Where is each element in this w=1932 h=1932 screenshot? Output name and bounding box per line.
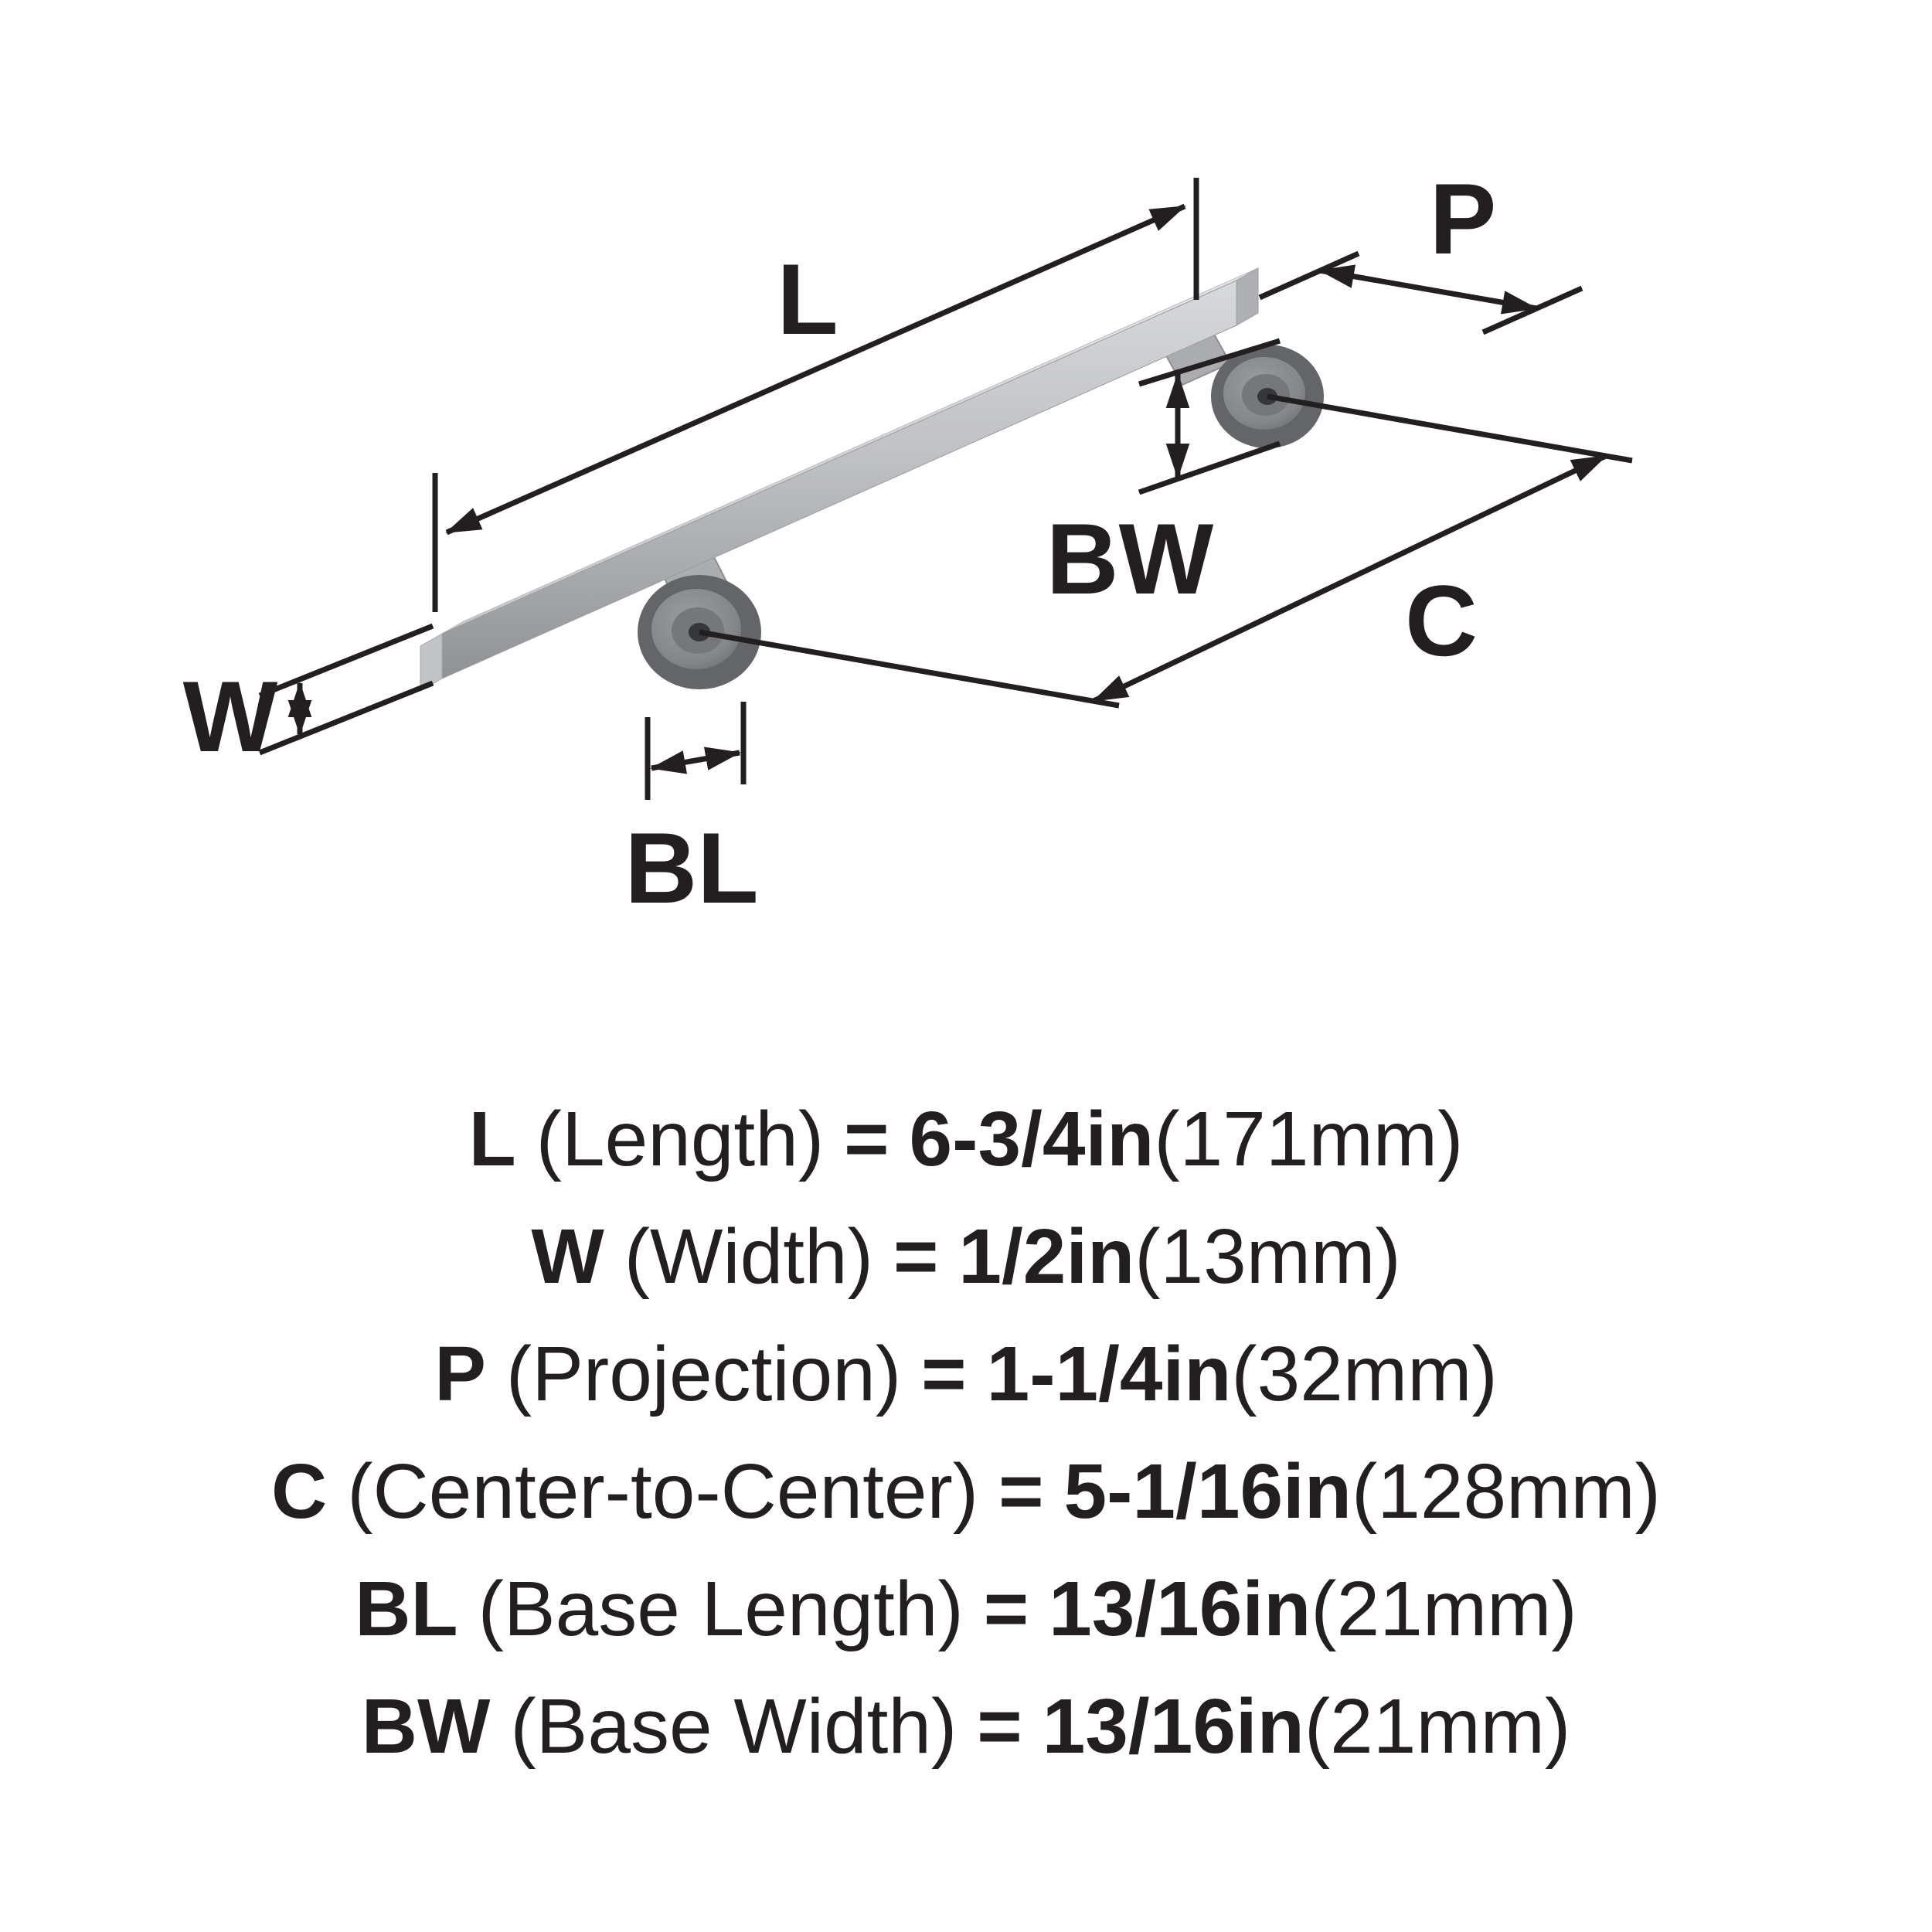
- p-witness-line-left: [1258, 250, 1360, 301]
- label-length: L: [777, 243, 838, 355]
- c-dimension-line: [1092, 453, 1607, 704]
- spec-name: (Length): [536, 1096, 825, 1182]
- spec-value-imperial: 1-1/4in: [986, 1331, 1232, 1417]
- bl-dimension-line: [650, 747, 741, 774]
- bw-witness-line-top: [1138, 338, 1281, 387]
- spec-line-base-length: BL(Base Length)=13/16in(21mm): [0, 1550, 1932, 1668]
- spec-value-imperial: 13/16in: [1049, 1566, 1311, 1652]
- spec-name: (Width): [624, 1213, 873, 1300]
- spec-value-imperial: 5-1/16in: [1063, 1448, 1352, 1535]
- spec-value-metric: (128mm): [1351, 1448, 1661, 1535]
- spec-value-metric: (21mm): [1304, 1683, 1571, 1770]
- spec-value-metric: (32mm): [1231, 1331, 1498, 1417]
- spec-line-center-to-center: C(Center-to-Center)=5-1/16in(128mm): [0, 1433, 1932, 1550]
- label-base-width: BW: [1046, 502, 1214, 615]
- spec-equals: =: [893, 1213, 939, 1300]
- spec-symbol: L: [468, 1096, 516, 1182]
- label-width: W: [183, 660, 278, 773]
- dimension-lines: [258, 178, 1633, 800]
- l-dimension-line: [445, 203, 1186, 536]
- label-base-length: BL: [624, 811, 758, 924]
- bar-right-end-face: [1236, 267, 1259, 326]
- spec-value-imperial: 13/16in: [1042, 1683, 1304, 1770]
- spec-line-projection: P(Projection)=1-1/4in(32mm): [0, 1315, 1932, 1433]
- spec-name: (Projection): [505, 1331, 902, 1417]
- spec-symbol: P: [434, 1331, 486, 1417]
- spec-line-width: W(Width)=1/2in(13mm): [0, 1198, 1932, 1315]
- spec-equals: =: [998, 1448, 1044, 1535]
- bw-witness-line-bottom: [1138, 440, 1281, 495]
- spec-equals: =: [921, 1331, 967, 1417]
- label-center-to-center: C: [1405, 564, 1478, 677]
- w-witness-line-bottom: [258, 680, 434, 756]
- spec-line-base-width: BW(Base Width)=13/16in(21mm): [0, 1668, 1932, 1785]
- w-witness-line-top: [258, 623, 434, 699]
- spec-name: (Center-to-Center): [347, 1448, 979, 1535]
- spec-symbol: C: [270, 1448, 328, 1535]
- spec-value-metric: (21mm): [1311, 1566, 1577, 1652]
- spec-equals: =: [983, 1566, 1029, 1652]
- spec-symbol: BW: [361, 1683, 491, 1770]
- spec-value-metric: (13mm): [1134, 1213, 1401, 1300]
- spec-symbol: BL: [355, 1566, 458, 1652]
- dimension-diagram: L P BW C W BL: [183, 162, 1633, 924]
- spec-equals: =: [844, 1096, 889, 1182]
- dimension-labels: L P BW C W BL: [183, 162, 1497, 924]
- spec-line-length: L(Length)=6-3/4in(171mm): [0, 1080, 1932, 1198]
- spec-name: (Base Length): [478, 1566, 964, 1652]
- p-dimension-line: [1318, 264, 1538, 315]
- spec-value-imperial: 6-3/4in: [909, 1096, 1155, 1182]
- label-projection: P: [1430, 162, 1497, 275]
- spec-value-imperial: 1/2in: [958, 1213, 1135, 1300]
- spec-name: (Base Width): [510, 1683, 957, 1770]
- spec-value-metric: (171mm): [1154, 1096, 1464, 1182]
- dimension-diagram-svg: L P BW C W BL: [183, 162, 1633, 924]
- spec-equals: =: [977, 1683, 1022, 1770]
- handle-pull: [420, 267, 1324, 692]
- spec-symbol: W: [531, 1213, 604, 1300]
- dimension-spec-list: L(Length)=6-3/4in(171mm) W(Width)=1/2in(…: [0, 1080, 1932, 1785]
- c-witness-line-right: [1267, 393, 1633, 464]
- c-witness-line-left: [699, 629, 1120, 709]
